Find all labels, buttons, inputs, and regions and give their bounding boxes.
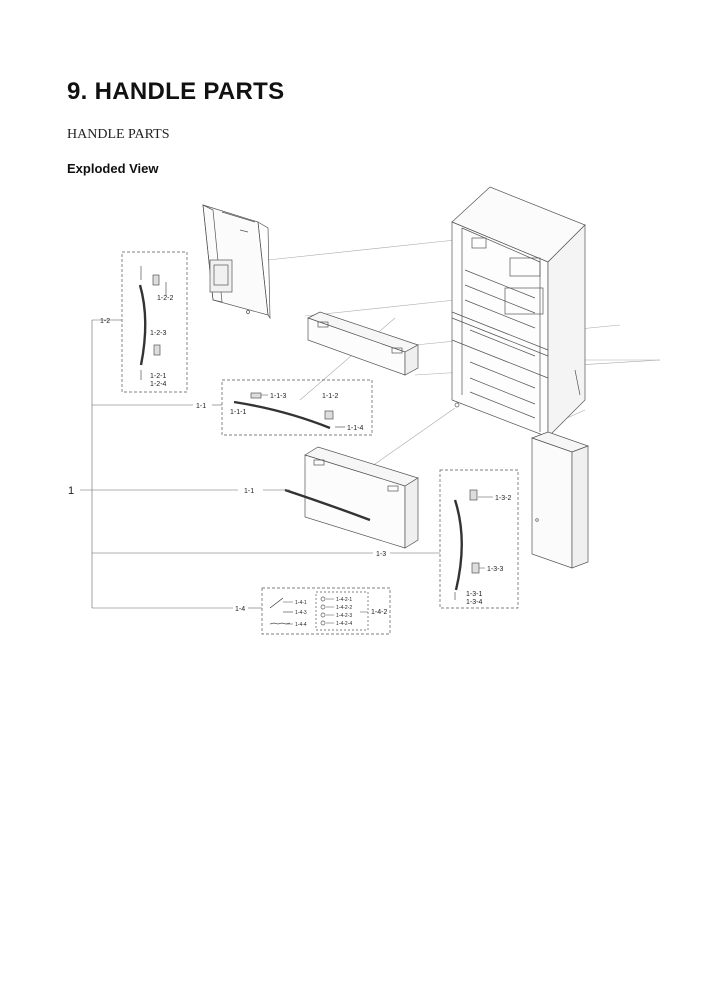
label-1-2-2: 1-2-2	[157, 295, 173, 302]
handle-1-1	[233, 400, 331, 430]
section-heading: Exploded View	[67, 161, 159, 176]
label-1-3-1: 1-3-1	[466, 591, 482, 598]
upper-drawer-panel	[307, 311, 419, 376]
label-1-4-2: 1-4-2	[371, 609, 387, 616]
label-1-2-3: 1-2-3	[150, 330, 166, 337]
label-1-1-1: 1-1-1	[230, 409, 246, 416]
label-1-4-3: 1-4-3	[295, 610, 307, 616]
label-1-4: 1-4	[235, 606, 245, 613]
label-1-4-2-2: 1-4-2-2	[336, 605, 352, 611]
label-1-1-2: 1-1-2	[322, 393, 338, 400]
label-1-1-3: 1-1-3	[270, 393, 286, 400]
label-1-4-2-3: 1-4-2-3	[336, 613, 352, 619]
label-1-3: 1-3	[376, 551, 386, 558]
handle-1-3	[453, 499, 463, 591]
label-1-2: 1-2	[100, 318, 110, 325]
left-door	[202, 204, 271, 320]
label-1-3-4: 1-3-4	[466, 599, 482, 606]
page-title: 9. HANDLE PARTS	[67, 78, 285, 105]
group-box-1-1	[221, 379, 373, 436]
group-box-1-3	[439, 469, 519, 609]
label-1-2-1: 1-2-1	[150, 373, 166, 380]
label-1-1-4: 1-1-4	[347, 425, 363, 432]
root-label: 1	[68, 485, 74, 497]
label-1-4-1: 1-4-1	[295, 600, 307, 606]
subtitle: HANDLE PARTS	[67, 127, 170, 142]
refrigerator-cabinet	[451, 186, 586, 443]
leader-lines	[80, 319, 493, 625]
label-1-3-3: 1-3-3	[487, 566, 503, 573]
label-1-4-2-1: 1-4-2-1	[336, 597, 352, 603]
label-1-2-4: 1-2-4	[150, 381, 166, 388]
group-box-1-2	[121, 251, 188, 393]
handle-1-2	[138, 284, 147, 366]
lower-drawer-panel	[304, 446, 419, 549]
group-box-1-4-2	[315, 591, 369, 631]
label-1-4-2-4: 1-4-2-4	[336, 621, 352, 627]
right-door	[530, 431, 590, 569]
label-1-3-2: 1-3-2	[495, 495, 511, 502]
label-1-1-group: 1-1	[196, 403, 206, 410]
group-box-1-4	[261, 587, 391, 635]
label-1-4-4: 1-4-4	[295, 622, 307, 628]
lower-drawer-handle	[284, 488, 371, 522]
label-1-1-drawer: 1-1	[244, 488, 254, 495]
